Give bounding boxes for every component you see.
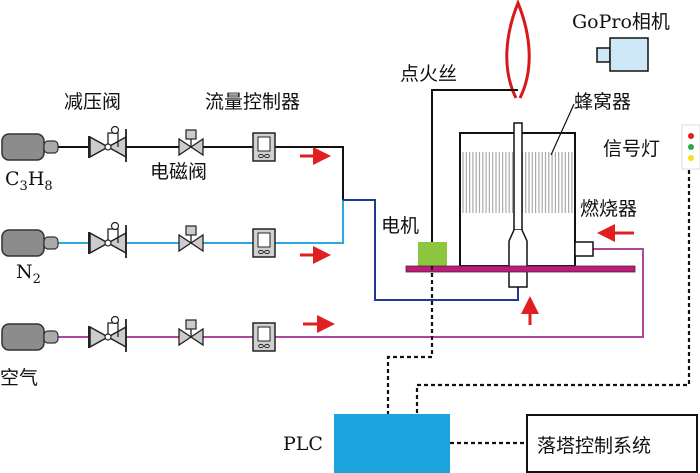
base-plate xyxy=(405,265,636,273)
pressure-reducing-valve-icon xyxy=(88,221,127,259)
honeycomb-leader xyxy=(550,103,575,156)
air-row xyxy=(1,315,276,353)
camera-lens xyxy=(596,47,611,63)
camera-icon xyxy=(609,37,649,72)
c3h8-row xyxy=(1,125,276,163)
gas-cylinder-icon xyxy=(1,323,59,351)
gas-cylinder-icon xyxy=(1,133,59,161)
burner-label: 燃烧器 xyxy=(580,198,637,220)
air-line xyxy=(58,248,644,338)
pressure-reducing-valve-icon xyxy=(88,315,127,353)
n2-row xyxy=(1,221,276,259)
air-label: 空气 xyxy=(0,367,38,389)
ignition-label: 点火丝 xyxy=(400,63,457,85)
solenoid-valve-label: 电磁阀 xyxy=(150,161,207,183)
signal-control-line xyxy=(415,170,691,414)
flow-controller-icon xyxy=(252,132,276,162)
flow-controller-icon xyxy=(252,322,276,352)
drop-tower-box xyxy=(526,414,698,473)
c3h8-line xyxy=(58,146,344,200)
gas-cylinder-icon xyxy=(1,229,59,257)
motor-label: 电机 xyxy=(381,215,419,237)
solenoid-valve-icon xyxy=(178,129,204,156)
drop-tower-label: 落塔控制系统 xyxy=(537,435,651,457)
camera-label: GoPro相机 xyxy=(572,11,670,33)
n2-label: N2 xyxy=(16,261,41,287)
burner-tube xyxy=(513,122,523,231)
c3h8-label: C3H8 xyxy=(5,168,53,194)
solenoid-valve-icon xyxy=(178,225,204,252)
air-port xyxy=(574,241,594,257)
plc-box xyxy=(334,414,450,473)
flame-icon xyxy=(505,0,531,99)
signal-light-label: 信号灯 xyxy=(603,138,660,160)
flow-controller-icon xyxy=(252,228,276,258)
burner-nozzle xyxy=(508,229,528,288)
plc-label: PLC xyxy=(283,433,323,455)
n2-line xyxy=(58,200,344,244)
ignition-wire xyxy=(431,89,518,242)
pressure-reducing-valve-icon xyxy=(88,125,127,163)
flow-controller-label: 流量控制器 xyxy=(205,91,300,113)
motor-control-line xyxy=(386,266,434,414)
solenoid-valve-icon xyxy=(178,319,204,346)
pressure-valve-label: 减压阀 xyxy=(64,91,121,113)
mixed-line xyxy=(343,199,519,301)
honeycomb-label: 蜂窝器 xyxy=(574,91,631,113)
motor xyxy=(418,242,447,266)
